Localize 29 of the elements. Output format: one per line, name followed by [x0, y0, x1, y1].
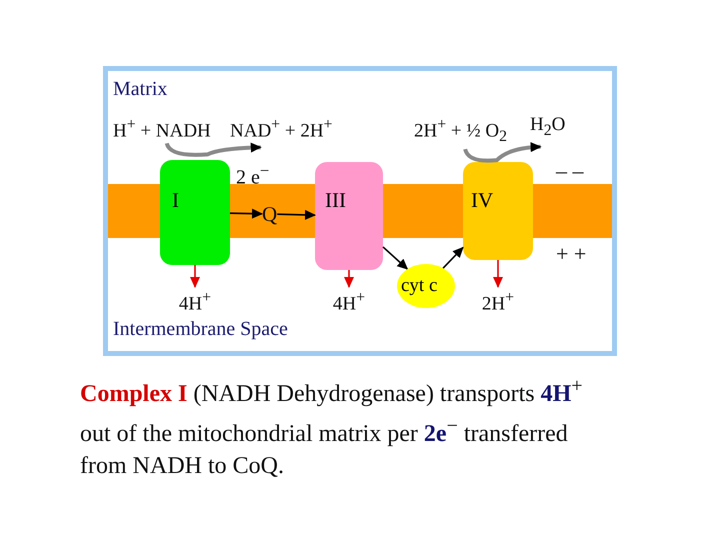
- proton-label: 2H$^{+}$: [473, 287, 523, 316]
- arrow: [230, 208, 263, 219]
- arrow: [382, 246, 408, 270]
- complex-box: [160, 160, 230, 265]
- product-text: H$_{2}$O: [530, 114, 566, 142]
- caption-text: Complex I (NADH Dehydrogenase) transports 4H$^{+}$ out of the mitochondrial matrix per 2e$^{−}$ transferred from NADH to CoQ.: [80, 374, 584, 481]
- arrow: [277, 210, 316, 220]
- cytochrome-label: cyt c: [401, 274, 438, 298]
- product-text: NAD$^{+}$ + 2H$^{+}$: [230, 114, 332, 142]
- proton-arrow: [344, 270, 354, 288]
- arrow: [442, 246, 464, 269]
- reactant-text: H$^{+}$ + NADH: [113, 114, 211, 142]
- complex-label: I: [172, 188, 179, 212]
- proton-arrow: [493, 260, 503, 288]
- complex-box: [315, 162, 383, 270]
- charge-label: + +: [556, 243, 586, 265]
- cytochrome-ellipse: [397, 264, 455, 308]
- quinone-label: Q: [262, 203, 278, 225]
- proton-label: 4H$^{+}$: [324, 287, 374, 316]
- charge-label: – –: [556, 160, 584, 182]
- complex-box: [463, 162, 533, 260]
- proton-label: 4H$^{+}$: [170, 287, 220, 316]
- region-label: Matrix: [113, 78, 168, 100]
- edge-label: 2 e$^{−}$: [236, 160, 270, 189]
- reactant-text: 2H$^{+}$ + ½ O$_{2}$: [414, 114, 508, 148]
- region-label: Intermembrane Space: [113, 318, 288, 340]
- complex-label: III: [325, 188, 346, 212]
- complex-label: IV: [471, 188, 494, 212]
- proton-arrow: [190, 265, 200, 288]
